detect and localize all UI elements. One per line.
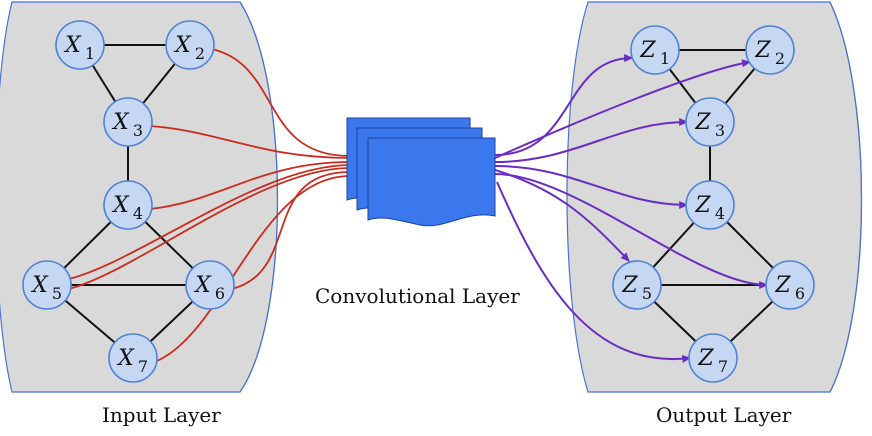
input-link-x6 [231,171,351,290]
input-link-x5 [68,167,351,290]
input-node-circle [185,260,235,310]
input-node-circle [108,333,158,383]
input-node-sub: 7 [138,357,148,376]
input-node-var: X [173,33,192,58]
output-link-z7 [496,181,692,363]
conv-layer-label: Convolutional Layer [315,284,520,308]
input-layer-label: Input Layer [102,403,221,427]
output-node-circle [765,260,815,310]
output-node-circle [688,333,738,383]
output-node-sub: 6 [795,284,805,303]
input-node-circle [22,260,72,310]
output-node-var: Z [754,38,771,63]
input-node-var: X [30,273,49,298]
conv-to-output-links [494,54,769,363]
output-node-var: Z [697,346,714,371]
output-link-z5 [494,169,630,262]
input-node-var: X [111,193,130,218]
input-link-x4 [149,161,351,210]
output-node-circle [685,180,735,230]
input-link-x7 [154,175,351,363]
output-node-var: Z [774,273,791,298]
input-layer-panel-edge [239,1,279,393]
output-node-sub: 4 [715,204,725,223]
output-link-z4 [494,165,689,209]
output-node-sub: 7 [718,357,728,376]
output-node-circle [685,97,735,147]
input-node-sub: 4 [133,204,143,223]
output-link-z3 [494,118,689,163]
output-node-var: Z [621,273,638,298]
output-node-circle [745,25,795,75]
input-node-sub: 6 [215,284,225,303]
input-node-sub: 5 [52,284,62,303]
input-node-circle [103,180,153,230]
output-link-z6 [494,173,769,289]
output-node-sub: 5 [642,284,652,303]
input-node-var: X [111,110,130,135]
output-node-sub: 3 [715,121,725,140]
input-node-circle [165,20,215,70]
input-node-sub: 3 [133,121,143,140]
conv-sheet-front [367,137,496,227]
input-link-x5 [68,164,351,280]
output-layer-label: Output Layer [656,403,792,427]
output-node-sub: 2 [775,49,785,68]
output-node-var: Z [694,110,711,135]
output-node-var: Z [639,38,656,63]
output-node-circle [630,25,680,75]
output-node-var: Z [694,193,711,218]
input-node-circle [55,20,105,70]
output-link-z1 [494,54,634,156]
output-node-circle [612,260,662,310]
output-node-sub: 1 [660,49,670,68]
input-link-x2 [211,48,351,157]
input-node-var: X [63,33,82,58]
output-layer-panel-edge [829,1,863,393]
input-node-sub: 1 [85,44,95,63]
input-node-circle [103,97,153,147]
input-node-sub: 2 [195,44,205,63]
convolutional-layer-icon [346,117,496,227]
input-to-conv-links [68,48,351,363]
output-link-z2 [494,59,751,159]
input-node-var: X [116,346,135,371]
input-link-x3 [149,125,351,159]
input-node-var: X [193,273,212,298]
